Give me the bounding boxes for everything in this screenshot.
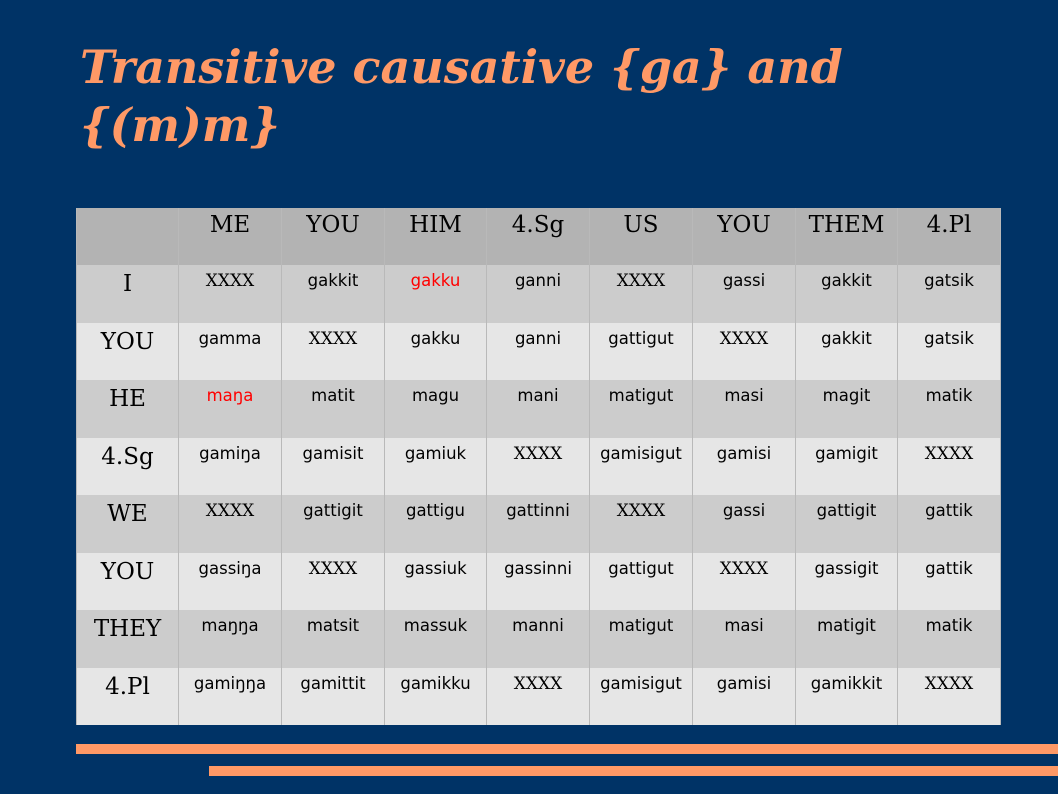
table-row: YOU gassiŋa XXXX gassiuk gassinni gattig… — [76, 553, 1001, 610]
table-row: THEY maŋŋa matsit massuk manni matigut m… — [76, 610, 1001, 668]
table-cell: gamisi — [692, 438, 796, 495]
table-cell: masi — [692, 380, 796, 438]
table-cell: gattigit — [281, 495, 385, 553]
table-cell: gamikkit — [795, 668, 898, 725]
row-label: HE — [76, 380, 179, 438]
table-cell: gattigu — [384, 495, 487, 553]
table-cell: gattigut — [589, 553, 693, 610]
table-cell: gamma — [178, 323, 282, 380]
table-cell: gattik — [897, 553, 1001, 610]
table-cell: gassiuk — [384, 553, 487, 610]
table-cell: XXXX — [281, 553, 385, 610]
table-cell: XXXX — [281, 323, 385, 380]
slide-title: Transitive causative {ga} and {(m)m} — [80, 40, 843, 152]
table-cell: gamiŋŋa — [178, 668, 282, 725]
row-label: I — [76, 265, 179, 323]
table-cell: magit — [795, 380, 898, 438]
table-cell: matigit — [795, 610, 898, 668]
table-cell: matik — [897, 610, 1001, 668]
table-cell: gassiŋa — [178, 553, 282, 610]
table-cell: gakku — [384, 323, 487, 380]
table-cell: matit — [281, 380, 385, 438]
header-cell-us: US — [589, 208, 693, 265]
table-row: YOU gamma XXXX gakku ganni gattigut XXXX… — [76, 323, 1001, 380]
table-cell: XXXX — [178, 495, 282, 553]
table-cell: ganni — [486, 265, 590, 323]
table-cell: gattigut — [589, 323, 693, 380]
table-cell: gamigit — [795, 438, 898, 495]
row-label: THEY — [76, 610, 179, 668]
table-cell: maŋŋa — [178, 610, 282, 668]
table-cell: gattinni — [486, 495, 590, 553]
table-cell: gassinni — [486, 553, 590, 610]
table-cell: gamisigut — [589, 668, 693, 725]
table-cell: masi — [692, 610, 796, 668]
row-label: WE — [76, 495, 179, 553]
header-cell-4pl: 4.Pl — [897, 208, 1001, 265]
table-cell-highlighted: maŋa — [178, 380, 282, 438]
row-label: YOU — [76, 323, 179, 380]
table-cell: gattigit — [795, 495, 898, 553]
table-cell: gamiuk — [384, 438, 487, 495]
table-cell: matigut — [589, 610, 693, 668]
table-cell: gakkit — [281, 265, 385, 323]
table-cell: gamisigut — [589, 438, 693, 495]
table-cell: gakkit — [795, 265, 898, 323]
table-cell: gatsik — [897, 265, 1001, 323]
header-cell-corner — [76, 208, 179, 265]
table-cell: gattik — [897, 495, 1001, 553]
table-cell: XXXX — [589, 495, 693, 553]
table-row: I XXXX gakkit gakku ganni XXXX gassi gak… — [76, 265, 1001, 323]
header-cell-me: ME — [178, 208, 282, 265]
table-cell: gatsik — [897, 323, 1001, 380]
table-cell: XXXX — [692, 323, 796, 380]
table-cell: gassigit — [795, 553, 898, 610]
table-cell: XXXX — [897, 668, 1001, 725]
row-label: 4.Pl — [76, 668, 179, 725]
header-cell-you: YOU — [281, 208, 385, 265]
row-label: 4.Sg — [76, 438, 179, 495]
table-cell: gassi — [692, 265, 796, 323]
accent-bar-upper — [76, 744, 1058, 754]
table-cell: matik — [897, 380, 1001, 438]
table-cell: XXXX — [486, 438, 590, 495]
table-row: 4.Sg gamiŋa gamisit gamiuk XXXX gamisigu… — [76, 438, 1001, 495]
table-cell: gamikku — [384, 668, 487, 725]
header-cell-you-pl: YOU — [692, 208, 796, 265]
table-row: 4.Pl gamiŋŋa gamittit gamikku XXXX gamis… — [76, 668, 1001, 725]
table-cell: gamittit — [281, 668, 385, 725]
table-cell: mani — [486, 380, 590, 438]
table-cell-highlighted: gakku — [384, 265, 487, 323]
table-cell: XXXX — [486, 668, 590, 725]
table-cell: gamiŋa — [178, 438, 282, 495]
table-cell: gamisi — [692, 668, 796, 725]
header-cell-4sg: 4.Sg — [486, 208, 590, 265]
conjugation-table: ME YOU HIM 4.Sg US YOU THEM 4.Pl I XXXX … — [76, 208, 1001, 725]
table-cell: XXXX — [178, 265, 282, 323]
table-cell: ganni — [486, 323, 590, 380]
table-row: HE maŋa matit magu mani matigut masi mag… — [76, 380, 1001, 438]
table-cell: magu — [384, 380, 487, 438]
table-cell: XXXX — [692, 553, 796, 610]
table-cell: XXXX — [897, 438, 1001, 495]
table-cell: matsit — [281, 610, 385, 668]
table-cell: gakkit — [795, 323, 898, 380]
table-cell: XXXX — [589, 265, 693, 323]
table-header-row: ME YOU HIM 4.Sg US YOU THEM 4.Pl — [76, 208, 1001, 265]
table-cell: matigut — [589, 380, 693, 438]
table-cell: massuk — [384, 610, 487, 668]
table-cell: manni — [486, 610, 590, 668]
header-cell-them: THEM — [795, 208, 898, 265]
table-cell: gamisit — [281, 438, 385, 495]
table-row: WE XXXX gattigit gattigu gattinni XXXX g… — [76, 495, 1001, 553]
row-label: YOU — [76, 553, 179, 610]
accent-bar-lower — [209, 766, 1058, 776]
header-cell-him: HIM — [384, 208, 487, 265]
table-cell: gassi — [692, 495, 796, 553]
